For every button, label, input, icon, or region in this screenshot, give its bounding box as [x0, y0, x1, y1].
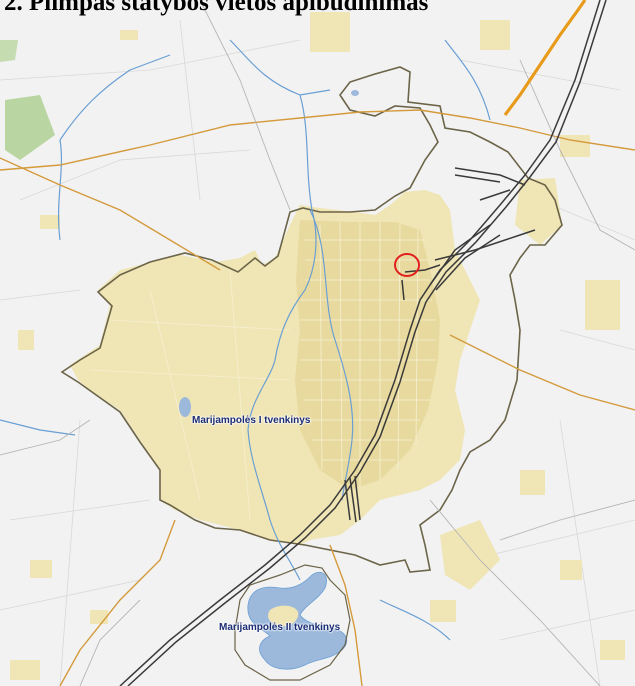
railways [119, 0, 607, 686]
field-lines [0, 19, 635, 686]
pond-small-2 [351, 90, 359, 96]
section-heading: 2. Plimpas statybos vietos apibūdinimas [4, 0, 429, 16]
settlement-patches [10, 12, 625, 680]
rivers [0, 39, 491, 641]
street-grid [89, 221, 436, 521]
pond-label-marijampoles-i: Marijampolės I tvenkinys [192, 415, 311, 426]
pond-label-marijampoles-ii: Marijampolės II tvenkinys [219, 622, 341, 633]
forest-area-2 [0, 40, 18, 62]
highway [503, 0, 587, 116]
red-circle-marker[interactable] [394, 253, 420, 277]
reservoir-boundary [234, 564, 351, 681]
forest-area [5, 95, 55, 160]
city-center [295, 220, 440, 490]
reservoir-ii [247, 571, 347, 670]
major-roads [0, 109, 635, 686]
pond-small [179, 397, 191, 417]
reservoir-ii-island [268, 605, 299, 627]
city-boundary [60, 66, 563, 573]
